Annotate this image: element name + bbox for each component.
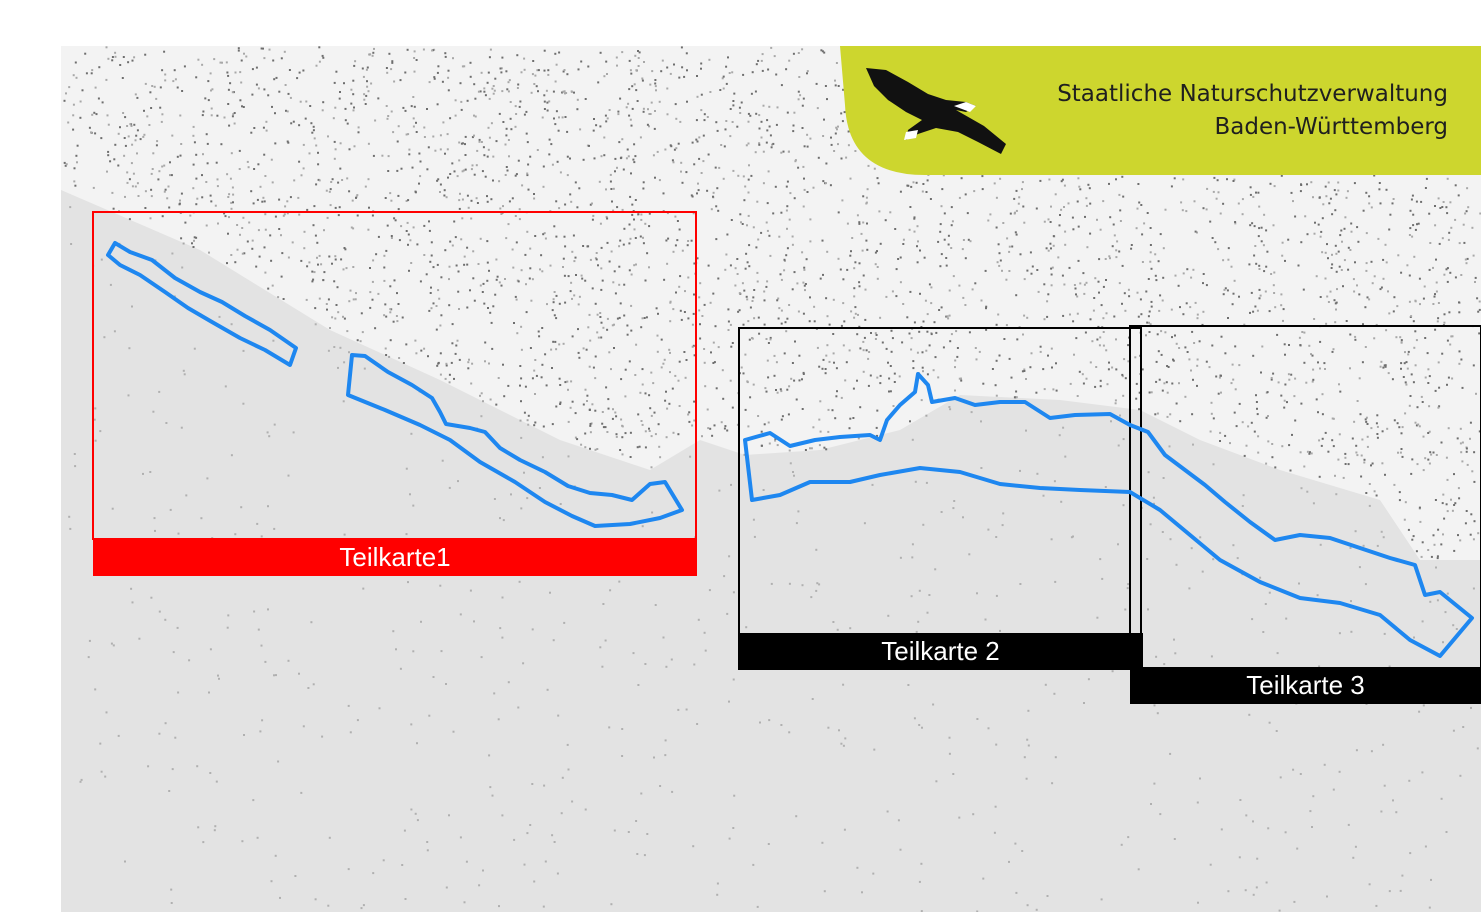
eagle-icon: [866, 68, 1006, 154]
sheet-1-label[interactable]: Teilkarte1: [339, 542, 451, 572]
sheet-1-label-bar: [93, 539, 697, 576]
urban-dot-texture: [63, 46, 1481, 912]
protected-area-boundary-west: [106, 241, 298, 367]
sheet-2-label-bar: [738, 633, 1143, 670]
agency-name-line-2: Baden-Württemberg: [1214, 114, 1448, 140]
sheet-3-label[interactable]: Teilkarte 3: [1246, 670, 1365, 700]
protected-area-boundary-central-west: [346, 353, 684, 528]
sheet-2-label[interactable]: Teilkarte 2: [881, 636, 1000, 666]
agency-name: Staatliche Naturschutzverwaltung Baden-W…: [1057, 78, 1448, 144]
protected-area-boundary-east: [743, 372, 1474, 658]
sheet-3-label-bar: [1130, 667, 1481, 704]
agency-name-line-1: Staatliche Naturschutzverwaltung: [1057, 81, 1448, 107]
